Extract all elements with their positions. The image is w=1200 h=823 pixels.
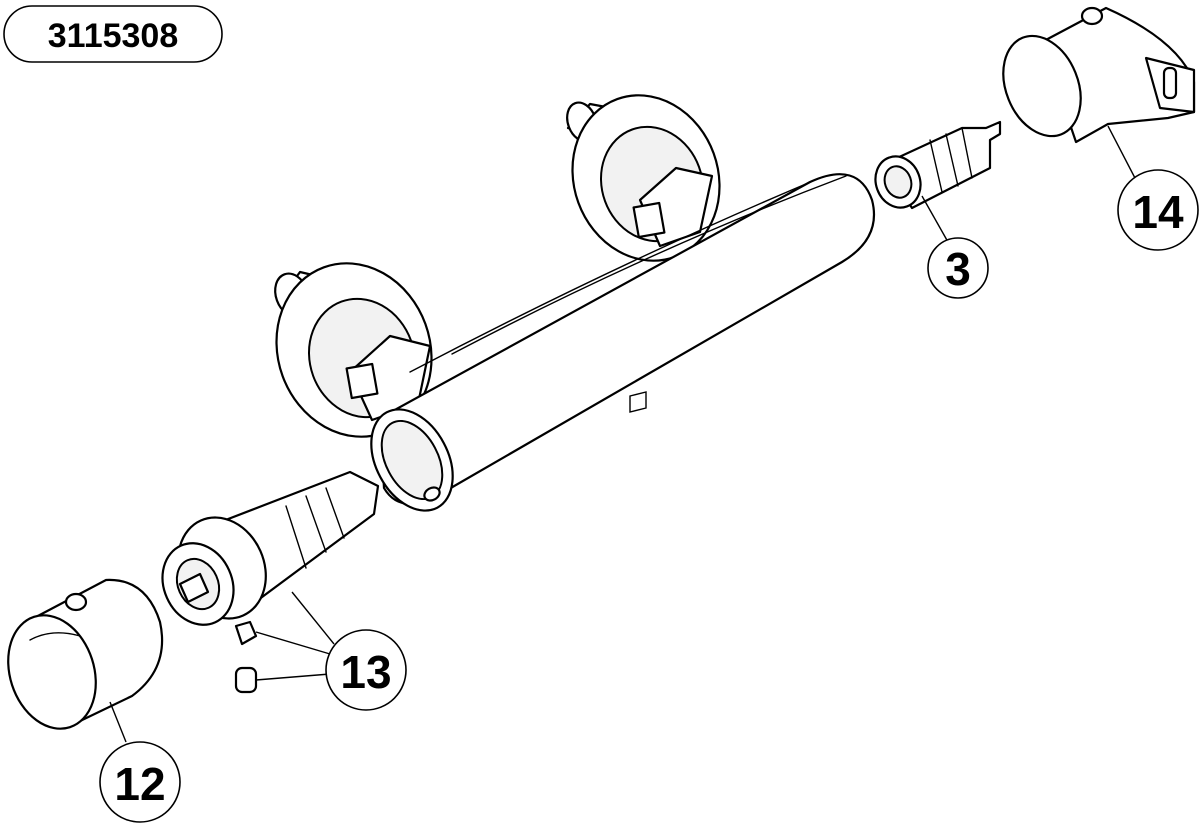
callout-13: 13 bbox=[325, 629, 407, 711]
callout-3-label: 3 bbox=[945, 243, 971, 295]
reference-badge: 3115308 bbox=[3, 5, 223, 63]
callout-14: 14 bbox=[1117, 169, 1199, 251]
leader-14 bbox=[1107, 125, 1137, 181]
leader-13c bbox=[255, 673, 331, 681]
part-3-cartridge bbox=[874, 120, 1002, 210]
mixer-body bbox=[274, 94, 876, 512]
leader-3 bbox=[921, 195, 949, 243]
leader-12 bbox=[109, 701, 127, 743]
reference-number: 3115308 bbox=[48, 17, 179, 55]
front-wall-connector bbox=[274, 262, 433, 438]
part-13-thermostatic-cartridge bbox=[161, 470, 380, 694]
body-tube bbox=[370, 173, 876, 512]
callout-13-label: 13 bbox=[340, 646, 391, 698]
leader-lines bbox=[109, 125, 1137, 743]
part-14-handle-bracket bbox=[1002, 6, 1196, 144]
leader-13a bbox=[291, 591, 335, 645]
callout-14-label: 14 bbox=[1132, 186, 1184, 238]
leader-13b bbox=[255, 631, 331, 655]
rear-wall-connector bbox=[566, 94, 721, 262]
callout-3: 3 bbox=[927, 237, 989, 299]
part-12-handle bbox=[7, 578, 164, 730]
callout-12-label: 12 bbox=[114, 758, 165, 810]
callout-12: 12 bbox=[99, 741, 181, 823]
